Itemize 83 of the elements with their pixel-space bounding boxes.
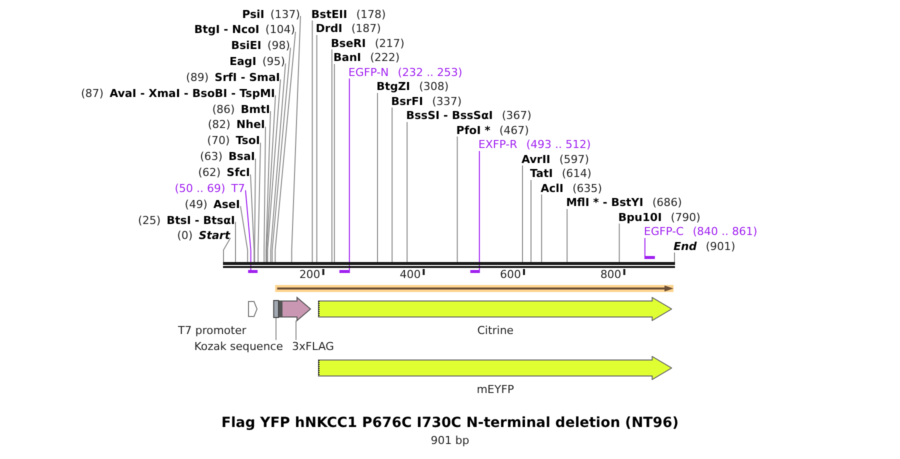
cut-site-label: BsrFI (337) xyxy=(391,94,462,108)
leader-line xyxy=(223,237,231,262)
leader-line xyxy=(392,107,393,262)
cut-site-label: (87) AvaI - XmaI - BsoBI - TspMI xyxy=(80,86,275,100)
leader-line xyxy=(270,63,286,262)
scale-number: 400 xyxy=(400,268,421,281)
cut-site-label: DrdI (187) xyxy=(316,22,381,35)
scale-number: 600 xyxy=(500,268,521,281)
scale-number: 200 xyxy=(299,268,320,281)
leader-line xyxy=(334,64,335,262)
cut-site-label: (70) TsoI xyxy=(207,134,260,148)
leader-line xyxy=(312,20,313,262)
diagram-caption: 901 bp xyxy=(430,434,470,447)
leader-line xyxy=(541,194,542,262)
cut-site-label: BssSI - BssSαI (367) xyxy=(406,109,532,122)
diagram-title: Flag YFP hNKCC1 P676C I730C N-terminal deletion (NT96) xyxy=(221,415,679,432)
leader-line xyxy=(406,122,408,262)
feature-label: mEYFP xyxy=(476,383,514,396)
leader-line xyxy=(266,110,271,262)
leader-line xyxy=(456,136,458,262)
sequence-end-label: End (901) xyxy=(674,240,736,252)
tag-feature xyxy=(279,296,312,322)
feature-label: Kozak sequence xyxy=(194,340,283,353)
cut-site-label: EagI (95) xyxy=(230,55,285,68)
sequence-end-label: (0) Start xyxy=(177,229,230,242)
cut-site-label: (25) BtsI - BtsαI xyxy=(138,214,235,227)
dna-backbone xyxy=(223,262,675,268)
leader-line xyxy=(264,126,266,262)
feature-label: 3xFLAG xyxy=(292,340,334,353)
leader-line xyxy=(331,49,332,262)
scale-number: 800 xyxy=(600,268,622,281)
leader-line xyxy=(674,252,675,262)
cut-site-label: BsiEI (98) xyxy=(231,39,290,52)
leader-line xyxy=(644,238,646,256)
primer-site-mark xyxy=(339,270,350,273)
leader-line xyxy=(566,208,568,262)
leader-line xyxy=(254,158,256,262)
leader-line xyxy=(291,16,301,262)
leader-line xyxy=(522,165,523,262)
primer-site-mark xyxy=(248,270,258,273)
leader-line xyxy=(377,92,378,262)
leader-line xyxy=(348,78,350,270)
leader-line xyxy=(240,206,248,262)
leader-line xyxy=(266,94,276,262)
cut-site-label: MflI * - BstYI (686) xyxy=(566,196,682,209)
leader-line xyxy=(618,223,620,262)
cut-site-label: PfoI * (467) xyxy=(456,124,529,136)
leader-line xyxy=(274,31,296,262)
cut-site-label: PsiI (137) xyxy=(242,8,300,20)
cut-site-label: (49) AseI xyxy=(184,198,240,211)
primer-site-mark xyxy=(644,256,655,259)
reading-frame-feature xyxy=(275,285,674,292)
cut-site-label: (63) BsaI xyxy=(200,150,255,164)
cut-site-label: TatI (614) xyxy=(530,167,592,180)
cut-site-label: BseRI (217) xyxy=(330,36,404,50)
feature-label: Citrine xyxy=(477,324,514,337)
leader-line xyxy=(245,190,252,270)
leader-line xyxy=(235,222,236,262)
cut-site-label: (82) NheI xyxy=(208,118,265,132)
cut-site-label: AvrII (597) xyxy=(522,152,589,166)
cut-site-label: BtgZI (308) xyxy=(376,80,449,93)
primer-label: (50 .. 69) T7 xyxy=(174,182,245,195)
cut-site-label: BanI (222) xyxy=(333,51,400,64)
primer-site-mark xyxy=(470,270,480,273)
cut-site-label: (86) BmtI xyxy=(212,102,270,116)
leader-line xyxy=(258,142,261,262)
leader-line xyxy=(272,47,291,262)
leader-line xyxy=(267,78,281,262)
cut-site-label: Bpu10I (790) xyxy=(618,210,700,224)
feature-label: T7 promoter xyxy=(178,324,246,337)
leader-line xyxy=(250,174,255,262)
cut-site-label: (62) SfcI xyxy=(198,166,250,179)
primer-label: EGFP-C (840 .. 861) xyxy=(644,225,758,238)
leader-line xyxy=(478,150,480,270)
leader-line xyxy=(316,34,318,262)
cut-site-label: BstEII (178) xyxy=(311,8,386,20)
primer-label: EGFP-N (232 .. 253) xyxy=(348,66,462,78)
cut-site-label: AclI (635) xyxy=(540,182,602,194)
cut-site-label: (89) SrfI - SmaI xyxy=(186,70,280,84)
cut-site-label: BtgI - NcoI (104) xyxy=(194,23,295,36)
sequence-feature-box xyxy=(273,300,279,318)
leader-line xyxy=(530,180,532,262)
primer-label: EXFP-R (493 .. 512) xyxy=(478,138,591,151)
